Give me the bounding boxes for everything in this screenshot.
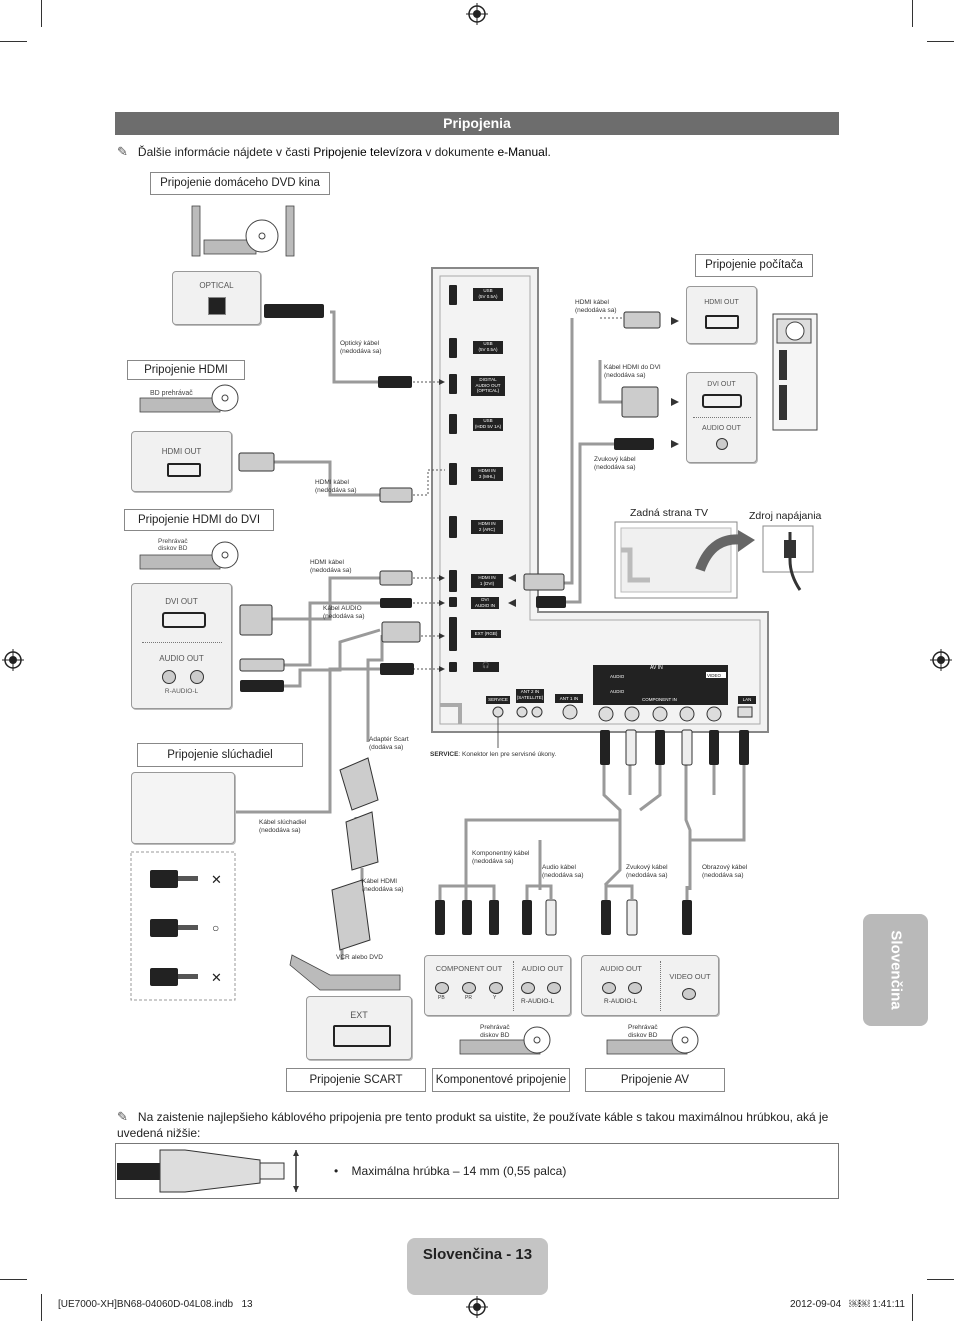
- port-av-in: AV IN: [650, 665, 663, 671]
- incompatible-icon: ✕: [211, 970, 222, 985]
- label-headphones: Pripojenie slúchadiel: [137, 743, 303, 767]
- link-connection: Pripojenie televízora: [313, 145, 423, 159]
- bd-player-label-3: Prehrávač diskov BD: [480, 1024, 510, 1039]
- pc-hdmi-device: HDMI OUT: [686, 286, 757, 344]
- note-icon: ✎: [117, 1109, 128, 1124]
- cable-audio-2: Audio kábel (nedodáva sa): [542, 864, 584, 879]
- port-hdmi-2: HDMI IN 2 (ARC): [478, 521, 496, 532]
- bd-player-label-4: Prehrávač diskov BD: [628, 1024, 658, 1039]
- port-digital-audio: DIGITAL AUDIO OUT (OPTICAL): [475, 377, 501, 393]
- cable-audio-3: Zvukový kábel (nedodáva sa): [626, 864, 668, 879]
- cable-hdmi-scart: Kábel HDMI (nedodáva sa): [362, 878, 404, 893]
- label-hdmi-dvi: Pripojenie HDMI do DVI: [124, 509, 274, 531]
- note-bottom: ✎ Na zaistenie najlepšieho káblového pri…: [117, 1109, 829, 1140]
- page-number-tab: Slovenčina - 13: [407, 1238, 548, 1295]
- registration-mark-icon: [930, 649, 952, 671]
- bd-player-label-2: Prehrávač diskov BD: [158, 538, 188, 552]
- label-component: Komponentové pripojenie: [432, 1068, 570, 1092]
- hdmi-out-device: HDMI OUT: [131, 431, 232, 492]
- cable-scart-adapter: Adaptér Scart (dodáva sa): [369, 736, 409, 751]
- port-component-in: COMPONENT IN: [642, 697, 677, 702]
- cable-pc-audio: Zvukový kábel (nedodáva sa): [594, 456, 636, 471]
- optical-device: OPTICAL: [172, 271, 261, 325]
- label-scart: Pripojenie SCART: [286, 1068, 426, 1092]
- footer-right: 2012-09-04 ￼￼ 1:41:11: [790, 1299, 905, 1310]
- label-hdmi: Pripojenie HDMI: [127, 360, 245, 380]
- pc-dvi-device: DVI OUT AUDIO OUT: [686, 372, 757, 463]
- cable-video: Obrazový kábel (nedodáva sa): [702, 864, 748, 879]
- tv-side-ports: [449, 285, 457, 672]
- port-usb-3: USB (HDD 5V 1A): [474, 418, 502, 429]
- port-audio-l: AUDIO: [610, 689, 625, 694]
- scart-ext-device: EXT: [306, 996, 412, 1060]
- port-dvi-audio: DVI AUDIO IN: [474, 597, 495, 608]
- label-av: Pripojenie AV: [585, 1068, 725, 1092]
- port-ext-rgb: EXT (RGB): [474, 631, 498, 636]
- component-device: COMPONENT OUT AUDIO OUT PB PR Y R-AUDIO-…: [424, 955, 571, 1016]
- compatible-icon: ○: [212, 921, 220, 935]
- service-note: SERVICE: Konektor len pre servisné úkony…: [430, 751, 557, 758]
- cable-pc-hdmi: HDMI kábel (nedodáva sa): [575, 299, 617, 314]
- registration-mark-icon: [2, 649, 24, 671]
- max-thickness-bullet: • Maximálna hrúbka – 14 mm (0,55 palca): [334, 1164, 567, 1178]
- incompatible-icon: ✕: [211, 872, 222, 887]
- language-side-tab: Slovenčina: [863, 914, 928, 1026]
- power-label: Zdroj napájania: [749, 510, 822, 522]
- label-dvd-home: Pripojenie domáceho DVD kina: [150, 172, 330, 195]
- cable-pc-hdmi-dvi: Kábel HDMI do DVI (nedodáva sa): [604, 364, 661, 379]
- label-pc: Pripojenie počítača: [695, 254, 813, 277]
- footer-left: [UE7000-XH]BN68-04060D-04L08.indb 13: [58, 1299, 253, 1310]
- port-audio-r: AUDIO: [610, 674, 625, 679]
- section-title: Pripojenia: [115, 112, 839, 135]
- cable-hdmi-1: HDMI kábel (nedodáva sa): [315, 479, 357, 494]
- port-usb-1: USB (5V 0.5A): [478, 288, 498, 299]
- registration-mark-icon: [466, 3, 488, 25]
- cable-hdmi-2: HDMI kábel (nedodáva sa): [310, 559, 352, 574]
- port-hdmi-3: HDMI IN 3 (MHL): [478, 468, 496, 479]
- bd-player-label: BD prehrávač: [150, 390, 193, 397]
- cable-thickness-diagram: [117, 1149, 299, 1193]
- port-video: VIDEO: [707, 673, 722, 678]
- tv-back-panel: [431, 267, 769, 733]
- port-headphone: 🎧: [482, 663, 490, 669]
- cable-audio: Kábel AUDIO (nedodáva sa): [323, 605, 365, 620]
- av-device: AUDIO OUT VIDEO OUT R-AUDIO-L: [581, 955, 719, 1016]
- link-manual: e-Manual: [497, 145, 548, 159]
- note-icon: ✎: [117, 144, 128, 159]
- port-service: SERVICE: [488, 697, 508, 702]
- cable-optical: Optický kábel (nedodáva sa): [340, 340, 382, 355]
- cable-component: Komponentný kábel (nedodáva sa): [472, 850, 530, 865]
- vcr-label: VCR alebo DVD: [336, 954, 383, 961]
- cable-headphone: Kábel slúchadiel (nedodáva sa): [259, 819, 307, 834]
- port-ant-2: ANT 2 IN (SATELLITE): [516, 689, 544, 700]
- tv-back-label: Zadná strana TV: [630, 507, 709, 519]
- headphones-device: [131, 772, 235, 844]
- registration-mark-icon: [466, 1296, 488, 1318]
- port-hdmi-1: HDMI IN 1 (DVI): [478, 575, 496, 586]
- port-lan: LAN: [742, 697, 752, 702]
- thickness-box: [115, 1143, 839, 1199]
- port-ant-1: ANT 1 IN: [559, 696, 579, 701]
- dvi-device: DVI OUT AUDIO OUT R-AUDIO-L: [131, 583, 232, 709]
- port-usb-2: USB (5V 0.5A): [478, 341, 498, 352]
- note-top: ✎ Ďalšie informácie nájdete v časti Prip…: [117, 144, 551, 159]
